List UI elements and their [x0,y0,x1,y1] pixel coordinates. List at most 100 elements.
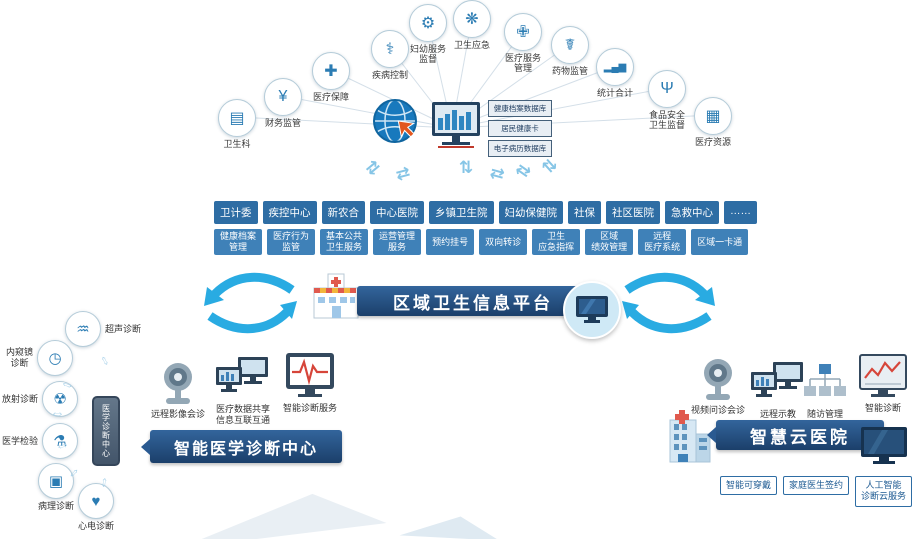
food-safety-icon: Ψ [648,70,686,108]
service-tag-row: 健康档案 管理 医疗行为 监管 基本公共 卫生服务 运营管理 服务 预约挂号 双… [214,229,749,255]
satellite-label: 放射诊断 [2,393,39,404]
platform-monitor-badge [563,281,621,339]
emergency-globe-icon: ❋ [453,0,491,38]
diagnosis-device: 医学诊断中心 [92,396,120,466]
arc-label: 妇幼服务 监督 [409,44,446,65]
database-stack: 健康档案数据库 居民健康卡 电子病历数据库 [488,100,552,157]
sync-arrows-icon: ⇅ [459,158,474,177]
service-label: 视频问诊会诊 [690,405,745,415]
right-service-followup: 随访管理 [792,362,858,420]
wearables-tag: 智能可穿戴 [720,476,778,496]
database-box: 居民健康卡 [488,120,552,137]
cursor-icon [397,120,416,139]
arc-label: 卫生应急 [453,40,490,50]
org-tag: 社保 [568,201,601,224]
sync-arrows-icon: ⇄ [393,162,413,185]
right-service-remote-teaching: 远程示教 [745,360,811,420]
satellite-ecg: ♥ 心电诊断 [78,483,114,532]
monitor-icon [576,296,608,323]
sync-arrows-icon: ⇄ [512,158,535,183]
ledger-icon: ▤ [218,99,256,137]
service-label: 远程示教 [759,409,796,419]
service-label: 智能诊断 [864,403,901,413]
lab-test-icon: ⚗ [42,423,79,459]
finance-icon: ¥ [264,78,302,116]
decor-triangle [173,485,387,539]
platform-title-banner: 区域卫生信息平台 [357,286,589,316]
arc-label: 卫生科 [223,139,251,149]
satellite-pathology: ▣ 病理诊断 [38,463,74,512]
database-box: 健康档案数据库 [488,100,552,117]
arc-item: ⚕ 疾病控制 [358,30,422,80]
hospital-icon [313,273,359,319]
hub-monitor-icon [432,102,480,148]
service-tag: 远程 医疗系统 [638,229,687,255]
arc-item: ⚙ 妇幼服务 监督 [396,4,460,65]
org-tag: 卫计委 [214,201,258,224]
disease-control-icon: ⚕ [371,30,409,68]
right-button-row: 智能可穿戴 家庭医生签约 人工智能 诊断云服务 [720,476,913,507]
double-arrow-icon: ⇔ [94,349,117,372]
service-tag: 区域 绩效管理 [585,229,634,255]
ai-cloud-service-tag: 人工智能 诊断云服务 [855,476,913,507]
double-arrow-icon: ⇔ [93,473,114,492]
service-tag: 区域一卡通 [691,229,749,255]
arc-label: 财务监管 [264,118,301,128]
right-title-banner: 智慧云医院 [716,420,884,450]
caduceus-icon: ☤ [551,26,589,64]
pathology-icon: ▣ [38,463,74,499]
sync-arrows-icon: ⇄ [537,154,562,178]
service-label: 随访管理 [806,409,843,419]
service-tag: 运营管理 服务 [373,229,422,255]
arc-label: 药物监管 [551,66,588,76]
arc-item: Ψ 食品安全 卫生监督 [635,70,699,131]
chart-monitor-icon [859,354,907,397]
arc-item: ☤ 药物监管 [538,26,602,76]
service-tag: 双向转诊 [479,229,528,255]
left-service-data-sharing: 医疗数据共享 信息互联互通 [203,355,283,427]
networked-monitors-icon [751,362,803,397]
service-label: 医疗数据共享 信息互联互通 [215,404,270,426]
left-title-banner: 智能医学诊断中心 [150,430,342,463]
org-tag: 新农合 [321,201,365,224]
satellite-ultrasound: ♒ 超声诊断 [65,311,141,347]
arc-label: 医疗保障 [312,92,349,102]
arc-item: ¥ 财务监管 [251,78,315,128]
sync-arrows-icon: ⇄ [487,162,507,185]
family-doctor-tag: 家庭医生签约 [783,476,850,496]
sync-arrows-icon: ⇄ [361,155,385,180]
service-label: 智能诊断服务 [282,403,337,413]
decor-triangle [399,513,501,539]
arc-label: 医疗资源 [694,137,731,147]
org-tag-row: 卫计委 疾控中心 新农合 中心医院 乡镇卫生院 妇幼保健院 社保 社区医院 急救… [214,201,757,224]
right-service-video-consult: 视频问诊会诊 [680,356,756,416]
arc-label: 疾病控制 [371,70,408,80]
org-tag: 中心医院 [370,201,424,224]
satellite-label: 心电诊断 [78,521,115,531]
stats-bars-icon: ▂▄▆ [596,48,634,86]
left-service-remote-imaging: 远程影像会诊 [140,360,216,420]
service-tag: 基本公共 卫生服务 [320,229,369,255]
service-tag: 医疗行为 监管 [267,229,316,255]
satellite-label: 超声诊断 [105,323,142,334]
org-tag: 急救中心 [665,201,719,224]
arc-item: ❋ 卫生应急 [440,0,504,50]
arc-item: ▤ 卫生科 [205,99,269,149]
arc-label: 统计合计 [596,88,633,98]
arc-item: ✚ 医疗保障 [299,52,363,102]
service-tag: 健康档案 管理 [214,229,263,255]
org-tag: 社区医院 [606,201,660,224]
arc-label: 食品安全 卫生监督 [648,110,685,131]
satellite-label: 内窥镜 诊断 [6,347,34,368]
right-service-smart-diagnosis: 智能诊断 [850,354,916,414]
org-chart-icon [804,364,846,396]
left-service-smart-diagnosis: 智能诊断服务 [272,352,348,414]
service-tag: 预约挂号 [426,229,475,255]
satellite-label: 病理诊断 [38,501,75,511]
globe-icon [373,99,417,143]
satellite-label: 医学检验 [2,435,39,446]
radiology-icon: ☢ [42,381,79,417]
networked-monitors-icon [216,357,268,392]
ecg-monitor-icon [286,353,334,397]
